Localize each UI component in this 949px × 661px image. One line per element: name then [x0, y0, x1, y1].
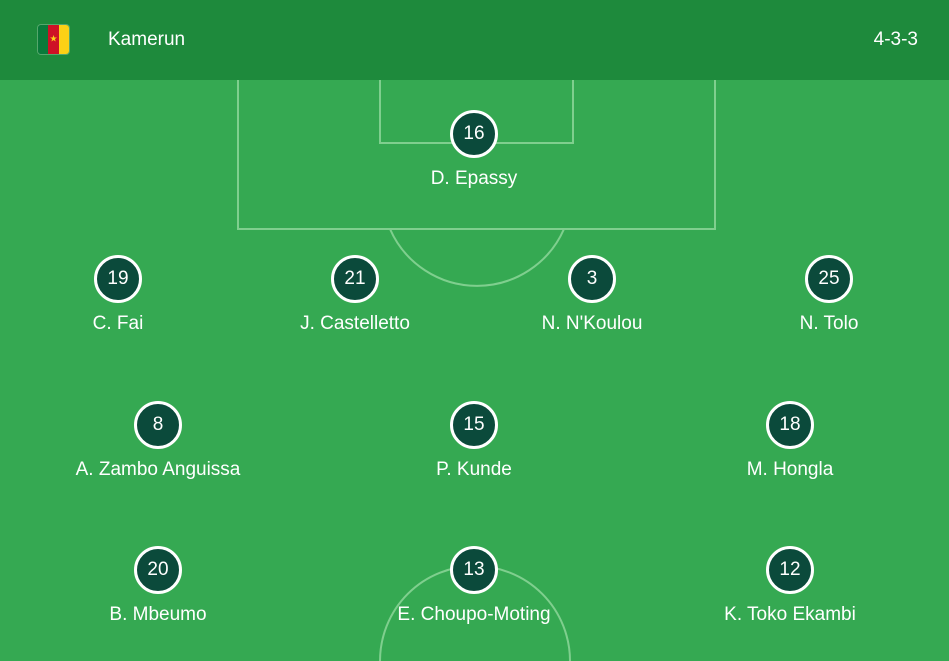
- player-name: J. Castelletto: [300, 313, 410, 334]
- player-name: C. Fai: [92, 313, 144, 334]
- pitch-markings: [237, 80, 716, 661]
- team-header: ★ Kamerun 4-3-3: [0, 0, 949, 80]
- player-number: 16: [450, 110, 498, 158]
- player-name: A. Zambo Anguissa: [75, 459, 241, 480]
- player-card[interactable]: 25 N. Tolo: [719, 255, 939, 335]
- player-card[interactable]: 3 N. N'Koulou: [482, 255, 702, 335]
- player-number: 25: [805, 255, 853, 303]
- player-number: 20: [134, 546, 182, 594]
- player-number: 13: [450, 546, 498, 594]
- player-name: E. Choupo-Moting: [397, 604, 551, 625]
- player-card[interactable]: 18 M. Hongla: [680, 401, 900, 481]
- player-card[interactable]: 16 D. Epassy: [364, 110, 584, 190]
- player-name: B. Mbeumo: [109, 604, 207, 625]
- player-name: M. Hongla: [746, 459, 834, 480]
- player-name: P. Kunde: [436, 459, 512, 480]
- player-name: N. Tolo: [799, 313, 859, 334]
- player-number: 3: [568, 255, 616, 303]
- player-name: D. Epassy: [430, 168, 518, 189]
- player-number: 12: [766, 546, 814, 594]
- player-name: K. Toko Ekambi: [724, 604, 856, 625]
- player-number: 15: [450, 401, 498, 449]
- player-number: 8: [134, 401, 182, 449]
- cameroon-flag-icon: ★: [38, 25, 69, 54]
- player-card[interactable]: 21 J. Castelletto: [245, 255, 465, 335]
- player-name: N. N'Koulou: [541, 313, 643, 334]
- player-card[interactable]: 15 P. Kunde: [364, 401, 584, 481]
- player-number: 19: [94, 255, 142, 303]
- player-number: 18: [766, 401, 814, 449]
- player-number: 21: [331, 255, 379, 303]
- team-name: Kamerun: [108, 29, 186, 50]
- player-card[interactable]: 20 B. Mbeumo: [48, 546, 268, 626]
- player-card[interactable]: 19 C. Fai: [8, 255, 228, 335]
- player-card[interactable]: 8 A. Zambo Anguissa: [48, 401, 268, 481]
- player-card[interactable]: 12 K. Toko Ekambi: [680, 546, 900, 626]
- player-card[interactable]: 13 E. Choupo-Moting: [364, 546, 584, 626]
- formation-label: 4-3-3: [873, 29, 918, 50]
